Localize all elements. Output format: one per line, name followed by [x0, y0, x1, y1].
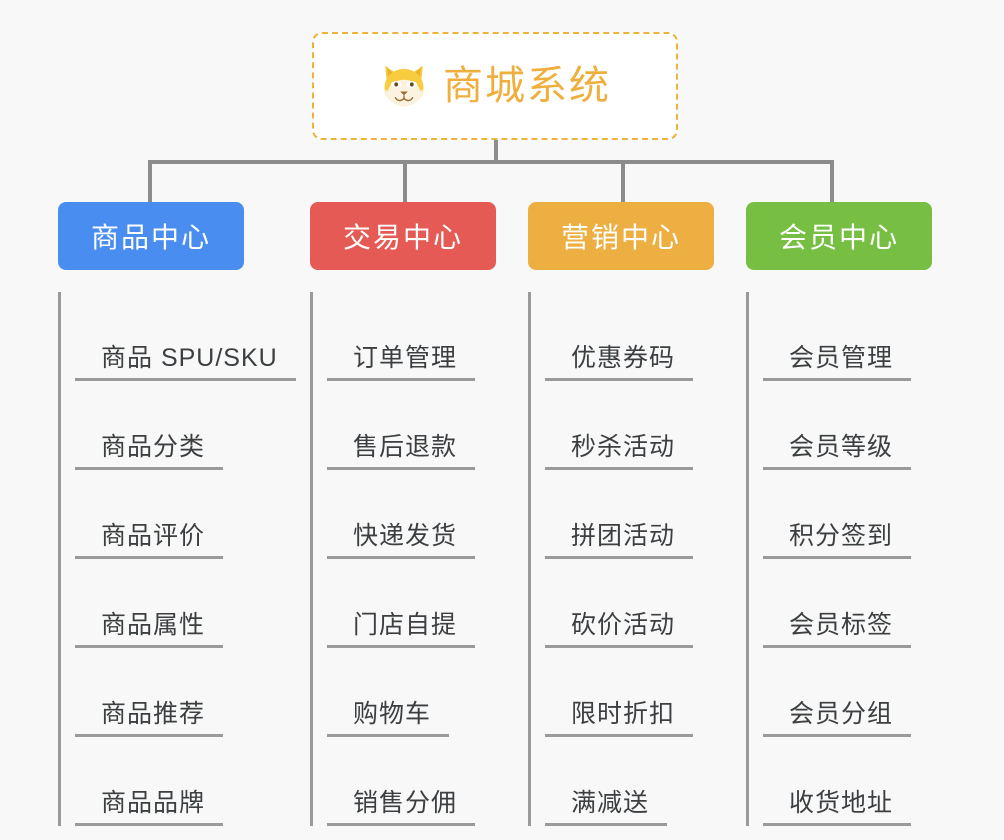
list-item[interactable]: 收货地址 — [763, 737, 932, 826]
list-item[interactable]: 商品评价 — [75, 470, 244, 559]
branch-column-1: 商品中心 商品 SPU/SKU 商品分类 商品评价 商品属性 商品推荐 商品品牌 — [58, 202, 296, 826]
branch-column-4: 会员中心 会员管理 会员等级 积分签到 会员标签 会员分组 收货地址 — [746, 202, 932, 826]
connector-root-stem — [494, 140, 498, 164]
list-item[interactable]: 商品品牌 — [75, 737, 244, 826]
leaf-label: 快递发货 — [327, 522, 476, 559]
branch-column-2: 交易中心 订单管理 售后退款 快递发货 门店自提 购物车 销售分佣 — [310, 202, 496, 826]
leaf-label: 会员管理 — [763, 344, 912, 381]
leaf-label: 商品推荐 — [75, 700, 224, 737]
branch-header-2[interactable]: 交易中心 — [310, 202, 496, 270]
leaf-label: 会员等级 — [763, 433, 912, 470]
list-item[interactable]: 商品属性 — [75, 559, 244, 648]
leaf-label: 购物车 — [327, 700, 450, 737]
branch-header-2-label: 交易中心 — [342, 222, 463, 253]
connector-drop-4 — [830, 160, 834, 202]
leaf-label: 砍价活动 — [545, 611, 694, 648]
leaf-label: 商品评价 — [75, 522, 224, 559]
leaf-label: 会员分组 — [763, 700, 912, 737]
leaf-label: 会员标签 — [763, 611, 912, 648]
leaf-label: 商品品牌 — [75, 789, 224, 826]
list-item[interactable]: 销售分佣 — [327, 737, 496, 826]
leaf-label: 订单管理 — [327, 344, 476, 381]
leaf-label: 拼团活动 — [545, 522, 694, 559]
branch-1-leaf-list: 商品 SPU/SKU 商品分类 商品评价 商品属性 商品推荐 商品品牌 — [58, 292, 296, 826]
connector-drop-1 — [148, 160, 152, 202]
branch-header-3-label: 营销中心 — [560, 222, 681, 253]
list-item[interactable]: 门店自提 — [327, 559, 496, 648]
root-title: 商城系统 — [443, 64, 611, 108]
root-node[interactable]: 商城系统 — [312, 32, 678, 140]
list-item[interactable]: 购物车 — [327, 648, 496, 737]
list-item[interactable]: 商品分类 — [75, 381, 244, 470]
leaf-label: 商品 SPU/SKU — [75, 344, 296, 381]
list-item[interactable]: 商品 SPU/SKU — [75, 292, 296, 381]
list-item[interactable]: 会员分组 — [763, 648, 932, 737]
leaf-label: 售后退款 — [327, 433, 476, 470]
connector-drop-2 — [403, 160, 407, 202]
leaf-label: 积分签到 — [763, 522, 912, 559]
list-item[interactable]: 砍价活动 — [545, 559, 714, 648]
leaf-label: 满减送 — [545, 789, 668, 826]
list-item[interactable]: 满减送 — [545, 737, 714, 826]
list-item[interactable]: 快递发货 — [327, 470, 496, 559]
branch-header-3[interactable]: 营销中心 — [528, 202, 714, 270]
leaf-label: 商品属性 — [75, 611, 224, 648]
list-item[interactable]: 商品推荐 — [75, 648, 244, 737]
list-item[interactable]: 会员管理 — [763, 292, 932, 381]
branch-header-1[interactable]: 商品中心 — [58, 202, 244, 270]
list-item[interactable]: 拼团活动 — [545, 470, 714, 559]
leaf-label: 销售分佣 — [327, 789, 476, 826]
shiba-dog-face-icon — [384, 65, 424, 107]
list-item[interactable]: 优惠券码 — [545, 292, 714, 381]
list-item[interactable]: 积分签到 — [763, 470, 932, 559]
branch-3-leaf-list: 优惠券码 秒杀活动 拼团活动 砍价活动 限时折扣 满减送 — [528, 292, 714, 826]
leaf-label: 限时折扣 — [545, 700, 694, 737]
branch-header-4[interactable]: 会员中心 — [746, 202, 932, 270]
list-item[interactable]: 会员标签 — [763, 559, 932, 648]
list-item[interactable]: 订单管理 — [327, 292, 496, 381]
leaf-label: 商品分类 — [75, 433, 224, 470]
list-item[interactable]: 限时折扣 — [545, 648, 714, 737]
branch-header-1-label: 商品中心 — [90, 222, 211, 253]
branch-column-3: 营销中心 优惠券码 秒杀活动 拼团活动 砍价活动 限时折扣 满减送 — [528, 202, 714, 826]
branch-4-leaf-list: 会员管理 会员等级 积分签到 会员标签 会员分组 收货地址 — [746, 292, 932, 826]
leaf-label: 门店自提 — [327, 611, 476, 648]
list-item[interactable]: 秒杀活动 — [545, 381, 714, 470]
list-item[interactable]: 会员等级 — [763, 381, 932, 470]
leaf-label: 秒杀活动 — [545, 433, 694, 470]
branch-header-4-label: 会员中心 — [778, 222, 899, 253]
list-item[interactable]: 售后退款 — [327, 381, 496, 470]
connector-horizontal-bus — [148, 160, 834, 164]
connector-drop-3 — [621, 160, 625, 202]
leaf-label: 优惠券码 — [545, 344, 694, 381]
branch-2-leaf-list: 订单管理 售后退款 快递发货 门店自提 购物车 销售分佣 — [310, 292, 496, 826]
leaf-label: 收货地址 — [763, 789, 912, 826]
